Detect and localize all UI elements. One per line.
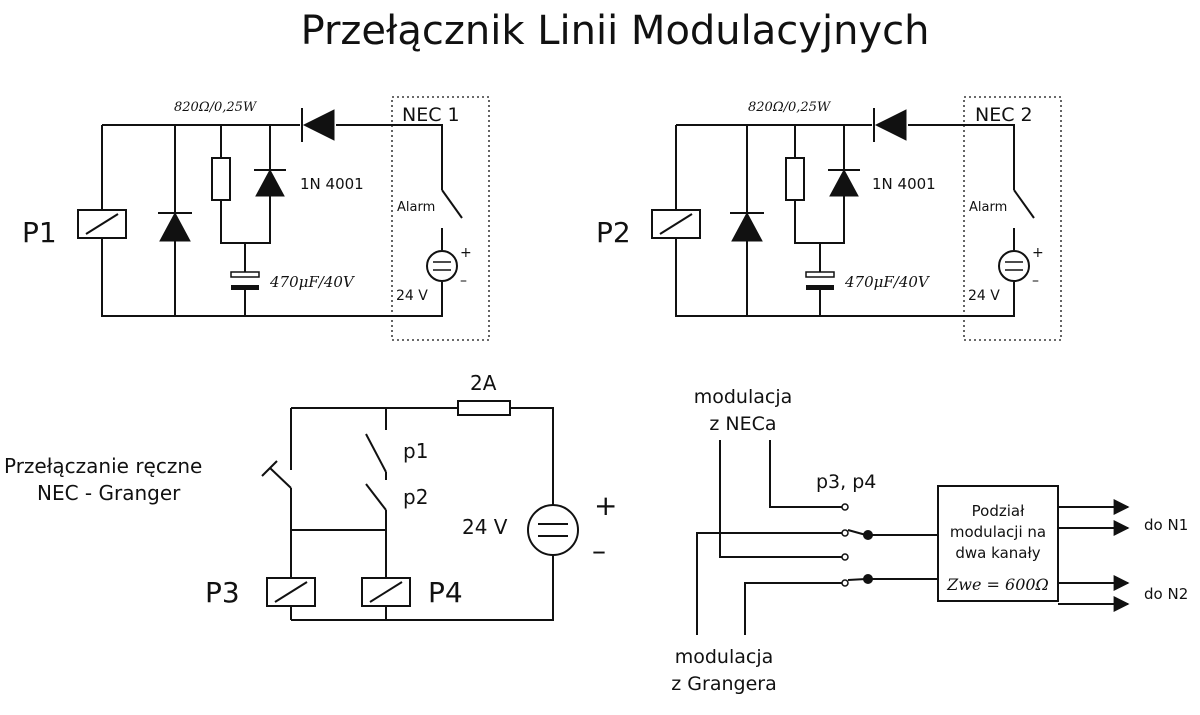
manual-switch-label: Przełączanie ręczne (4, 454, 202, 478)
voltage-label: 24 V (462, 515, 508, 539)
diode-label: 1N 4001 (300, 175, 364, 193)
relay-circuit-2: P2 1N 4001 470μF/40V 820Ω/0,25W NEC 2 Al… (596, 96, 1062, 341)
splitter-label: dwa kanały (955, 544, 1040, 562)
capacitor-plate-icon (805, 271, 835, 278)
relay-contacts-label: p3, p4 (816, 471, 876, 493)
output-n1-label: do N1 (1144, 516, 1188, 534)
capacitor-plate-icon (230, 271, 260, 278)
relay-label-p3: P3 (205, 576, 240, 609)
nec-input-label: z NECa (709, 413, 776, 435)
modulation-splitter-box (937, 485, 1059, 602)
nec-input-label: modulacja (694, 386, 793, 408)
granger-input-label: modulacja (675, 646, 774, 668)
alarm-label: Alarm (969, 200, 1007, 215)
diode-icon (829, 168, 859, 197)
plus-sign: + (1032, 245, 1044, 261)
changeover-switch-2 (847, 578, 867, 581)
contact-p1 (365, 433, 387, 473)
minus-sign: – (460, 273, 467, 289)
manual-switch (269, 467, 292, 489)
resistor-icon (785, 157, 805, 201)
dc-source-icon (998, 250, 1030, 282)
contact-p2-label: p2 (403, 485, 428, 509)
changeover-switch-1 (847, 529, 867, 536)
diode-icon (874, 109, 907, 141)
diode-icon (159, 211, 191, 242)
dc-source-icon (527, 504, 579, 556)
contact-p2 (365, 483, 387, 511)
relay-circuit-1: P1 1N 4001 470μF/40V 820Ω/0,25W NEC 1 Al… (22, 96, 490, 341)
contact-p1-label: p1 (403, 439, 428, 463)
power-circuit: 2A 24 V + – Przełączanie ręczne NEC - Gr… (4, 371, 617, 621)
plus-sign: + (460, 245, 472, 261)
alarm-switch (1013, 189, 1035, 219)
alarm-switch (441, 189, 463, 219)
manual-switch-label: NEC - Granger (37, 481, 181, 505)
dc-source-icon (426, 250, 458, 282)
output-n2-label: do N2 (1144, 585, 1188, 603)
splitter-label: Podział (972, 502, 1025, 520)
nec-2-label: NEC 2 (975, 104, 1033, 126)
alarm-label: Alarm (397, 200, 435, 215)
modulation-switch: modulacja z NECa p3, p4 modulacja z Gran… (671, 386, 1188, 695)
relay-label-p4: P4 (428, 576, 463, 609)
voltage-label: 24 V (396, 288, 428, 304)
diode-icon (255, 168, 285, 197)
minus-sign: – (1032, 273, 1039, 289)
diode-icon (302, 109, 335, 141)
plus-sign: + (594, 489, 617, 522)
granger-input-label: z Grangera (671, 673, 776, 695)
diagram-title: Przełącznik Linii Modulacyjnych (301, 8, 930, 54)
fuse-label: 2A (470, 371, 497, 395)
capacitor-plate-icon (231, 285, 259, 290)
capacitor-label: 470μF/40V (269, 273, 356, 291)
capacitor-plate-icon (806, 285, 834, 290)
relay-label-p1: P1 (22, 216, 57, 249)
capacitor-label: 470μF/40V (844, 273, 931, 291)
impedance-label: Zwe = 600Ω (946, 575, 1049, 594)
diode-icon (731, 211, 763, 242)
diode-label: 1N 4001 (872, 175, 936, 193)
resistor-icon (211, 157, 231, 201)
minus-sign: – (592, 534, 606, 567)
relay-label-p2: P2 (596, 216, 631, 249)
resistor-label: 820Ω/0,25W (174, 100, 258, 115)
fuse-icon (457, 400, 511, 416)
splitter-label: modulacji na (950, 523, 1046, 541)
nec-1-label: NEC 1 (402, 104, 460, 126)
resistor-label: 820Ω/0,25W (748, 100, 832, 115)
voltage-label: 24 V (968, 288, 1000, 304)
